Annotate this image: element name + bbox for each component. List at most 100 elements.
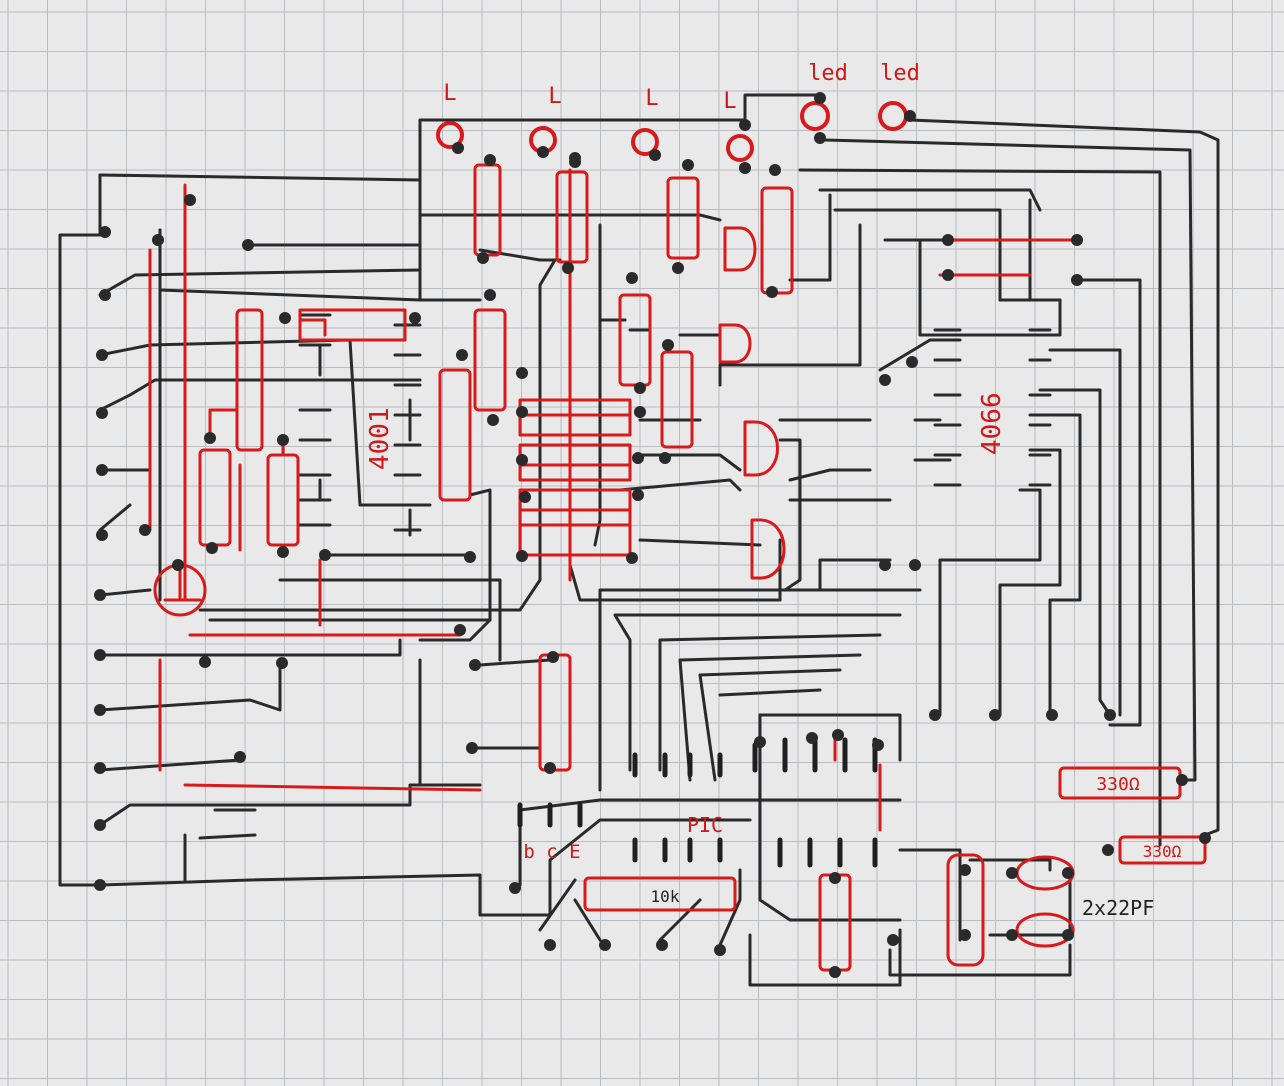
solder-pad <box>714 944 726 956</box>
solder-pad <box>959 864 971 876</box>
solder-pad <box>649 149 661 161</box>
solder-pad <box>806 732 818 744</box>
solder-pad <box>569 156 581 168</box>
solder-pad <box>682 159 694 171</box>
solder-pad <box>1006 929 1018 941</box>
lamp-label-3: L <box>645 86 658 111</box>
solder-pad <box>96 349 108 361</box>
solder-pad <box>634 406 646 418</box>
solder-pad <box>872 739 884 751</box>
solder-pad <box>456 349 468 361</box>
solder-pad <box>469 659 481 671</box>
solder-pad <box>516 454 528 466</box>
solder-pad <box>1104 709 1116 721</box>
solder-pad <box>832 729 844 741</box>
solder-pad <box>516 550 528 562</box>
solder-pad <box>634 382 646 394</box>
solder-pad <box>99 226 111 238</box>
solder-pad <box>814 92 826 104</box>
solder-pad <box>484 154 496 166</box>
solder-pad <box>632 452 644 464</box>
solder-pad <box>452 142 464 154</box>
lamp-label-4: L <box>723 89 736 114</box>
solder-pad <box>739 119 751 131</box>
solder-pad <box>739 162 751 174</box>
solder-pad <box>94 589 106 601</box>
solder-pad <box>1071 274 1083 286</box>
solder-pad <box>519 491 531 503</box>
lamps-and-leds <box>436 101 908 162</box>
caps-label: 2x22PF <box>1082 896 1154 920</box>
solder-pad <box>484 289 496 301</box>
solder-pad <box>516 367 528 379</box>
resistor-330-b-label: 330Ω <box>1143 842 1182 861</box>
solder-pad <box>94 879 106 891</box>
resistor-330-a-label: 330Ω <box>1096 774 1140 795</box>
resistor-330-b <box>1118 835 1207 865</box>
solder-pad <box>829 966 841 978</box>
solder-pad <box>279 312 291 324</box>
solder-pad <box>319 549 331 561</box>
solder-pad <box>814 132 826 144</box>
solder-pad <box>1176 774 1188 786</box>
ic-4001-label: 4001 <box>365 407 395 470</box>
led-label-1: led <box>808 61 848 86</box>
resistor-10k <box>583 876 737 912</box>
solder-pad <box>662 339 674 351</box>
lamp-3 <box>631 128 659 156</box>
solder-pad <box>204 432 216 444</box>
solder-pad <box>277 434 289 446</box>
solder-pad <box>487 414 499 426</box>
solder-pad <box>94 704 106 716</box>
transistor-pins-label: b c E <box>523 841 580 863</box>
solder-pad <box>99 289 111 301</box>
solder-pad <box>276 657 288 669</box>
solder-pad <box>562 262 574 274</box>
solder-pad <box>959 929 971 941</box>
solder-pad <box>626 272 638 284</box>
solder-pad <box>599 939 611 951</box>
solder-pad <box>879 559 891 571</box>
lamp-1 <box>436 121 464 149</box>
solder-pad <box>929 709 941 721</box>
solder-pad <box>172 559 184 571</box>
solder-pad <box>879 374 891 386</box>
lamp-label-1: L <box>443 81 456 106</box>
solder-pad <box>544 762 556 774</box>
solder-pad <box>632 489 644 501</box>
solder-pad <box>477 252 489 264</box>
solder-pad <box>1062 929 1074 941</box>
solder-pad <box>547 651 559 663</box>
lamp-4 <box>726 134 754 162</box>
solder-pad <box>754 736 766 748</box>
solder-pad <box>206 542 218 554</box>
solder-pad <box>94 649 106 661</box>
ic-4066-label: 4066 <box>977 392 1007 455</box>
led-1 <box>800 101 830 131</box>
solder-pad <box>96 407 108 419</box>
solder-pad <box>656 939 668 951</box>
pic-pins <box>517 737 878 868</box>
solder-pad <box>1046 709 1058 721</box>
solder-pad <box>234 751 246 763</box>
solder-pad <box>516 406 528 418</box>
solder-pad <box>199 656 211 668</box>
solder-pad <box>544 939 556 951</box>
resistor-10k-label: 10k <box>651 887 680 906</box>
solder-pad <box>409 312 421 324</box>
solder-pad <box>942 269 954 281</box>
solder-pad <box>1199 832 1211 844</box>
solder-pad <box>277 546 289 558</box>
solder-pad <box>887 934 899 946</box>
solder-pad <box>1071 234 1083 246</box>
solder-pad <box>904 110 916 122</box>
solder-pad <box>537 146 549 158</box>
solder-pad <box>829 872 841 884</box>
solder-pad <box>139 524 151 536</box>
solder-pad <box>152 234 164 246</box>
solder-pad <box>509 882 521 894</box>
solder-pad <box>184 194 196 206</box>
lamp-label-2: L <box>548 84 561 109</box>
